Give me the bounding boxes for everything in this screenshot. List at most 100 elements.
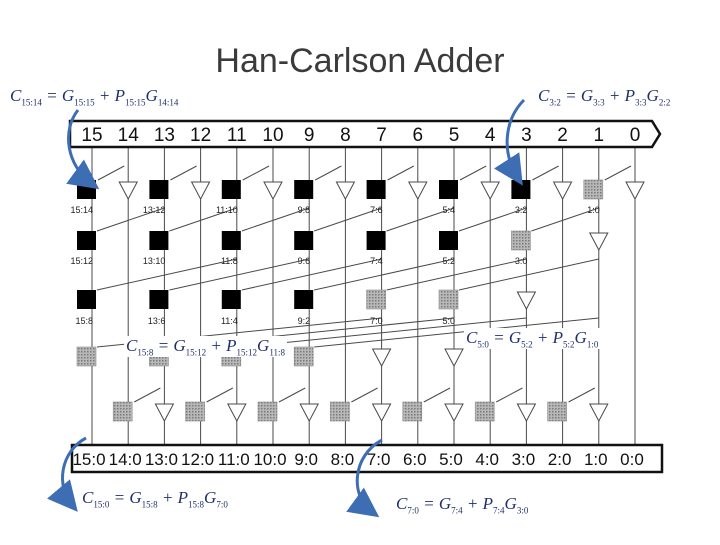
black-cell bbox=[439, 231, 458, 250]
input-bit-label: 9 bbox=[304, 125, 315, 146]
buffer-triangle bbox=[226, 403, 247, 423]
input-bit-label: 8 bbox=[340, 125, 351, 146]
output-bit-label: 8:0 bbox=[331, 450, 355, 469]
prefix-label: 15:14 bbox=[70, 205, 93, 215]
gray-cell bbox=[112, 401, 133, 422]
gray-cell bbox=[293, 346, 314, 367]
buffer-triangle bbox=[118, 181, 139, 201]
equation-c7-0: C7:0 = G7:4 + P7:4G3:0 bbox=[394, 494, 531, 516]
input-bit-label: 1 bbox=[594, 125, 605, 146]
black-cell bbox=[149, 290, 169, 309]
pointer-arrow bbox=[47, 436, 87, 512]
input-bit-label: 10 bbox=[262, 125, 283, 146]
prefix-label: 3:0 bbox=[515, 256, 528, 266]
prefix-label: 3:2 bbox=[515, 205, 528, 215]
prefix-label: 5:2 bbox=[442, 256, 455, 266]
feed-wire bbox=[133, 387, 161, 403]
buffer-triangle bbox=[371, 348, 392, 368]
feed-wire bbox=[314, 207, 382, 232]
input-bit-label: 12 bbox=[190, 125, 211, 146]
arrow-layer bbox=[47, 98, 526, 518]
feed-wire bbox=[386, 258, 527, 291]
buffer-triangle bbox=[335, 181, 356, 201]
buffer-triangle bbox=[371, 403, 392, 423]
gray-cell bbox=[402, 401, 423, 422]
feed-wire bbox=[206, 387, 234, 403]
buffer-triangle bbox=[625, 181, 645, 201]
feed-wire bbox=[97, 165, 125, 181]
output-bit-label: 14:0 bbox=[109, 450, 142, 469]
gray-cell bbox=[474, 401, 495, 422]
output-bit-label: 15:0 bbox=[72, 450, 105, 469]
black-cell bbox=[439, 180, 458, 199]
buffer-triangle bbox=[263, 181, 283, 201]
output-bit-label: 7:0 bbox=[367, 450, 391, 469]
prefix-label: 1:0 bbox=[587, 205, 600, 215]
feed-wire bbox=[170, 165, 197, 181]
prefix-label: 11:10 bbox=[216, 205, 238, 215]
feed-wire bbox=[241, 258, 382, 291]
feed-wire bbox=[459, 165, 487, 181]
prefix-label: 15:8 bbox=[75, 316, 93, 326]
equation-c3-2: C3:2 = G3:3 + P3:3G2:2 bbox=[536, 86, 673, 108]
prefix-label: 15:12 bbox=[70, 256, 93, 266]
buffer-triangle bbox=[516, 291, 537, 311]
feed-wire bbox=[386, 207, 455, 232]
prefix-label: 7:0 bbox=[370, 316, 383, 326]
equation-c15-0: C15:0 = G15:8 + P15:8G7:0 bbox=[80, 488, 230, 510]
gray-cell bbox=[583, 179, 604, 200]
gray-cell bbox=[257, 401, 278, 422]
input-bit-label: 13 bbox=[154, 125, 175, 146]
gray-cell bbox=[76, 346, 97, 367]
prefix-label: 11:4 bbox=[221, 316, 238, 326]
output-bit-label: 9:0 bbox=[294, 450, 318, 469]
output-bit-label: 12:0 bbox=[181, 450, 214, 469]
feed-wire bbox=[423, 387, 451, 403]
output-bit-label: 1:0 bbox=[584, 450, 608, 469]
black-cell bbox=[294, 180, 314, 199]
buffer-triangle bbox=[407, 181, 428, 201]
feed-wire bbox=[314, 258, 455, 291]
black-cell bbox=[221, 290, 241, 309]
prefix-label: 5:4 bbox=[442, 205, 455, 215]
output-bus bbox=[70, 443, 664, 474]
buffer-triangle bbox=[588, 232, 609, 252]
output-bit-label: 10:0 bbox=[253, 450, 286, 469]
prefix-label: 13:6 bbox=[148, 316, 166, 326]
feed-wire bbox=[96, 207, 165, 232]
buffer-triangle bbox=[299, 403, 320, 423]
prefix-label: 13:12 bbox=[143, 205, 166, 215]
input-bit-label: 11 bbox=[227, 125, 247, 146]
buffer-triangle bbox=[154, 403, 175, 423]
feed-wire bbox=[169, 258, 310, 291]
feed-wire bbox=[169, 207, 237, 232]
input-bit-label: 3 bbox=[521, 125, 532, 146]
gray-cell bbox=[438, 289, 459, 310]
feed-wire bbox=[532, 165, 559, 181]
input-bit-label: 15 bbox=[81, 125, 102, 146]
feed-wire bbox=[604, 165, 632, 181]
feed-wire bbox=[242, 165, 270, 181]
feed-wire bbox=[531, 207, 599, 232]
buffer-triangle bbox=[588, 403, 609, 423]
output-bit-label: 6:0 bbox=[403, 450, 427, 469]
prefix-label: 11:8 bbox=[221, 256, 238, 266]
buffer-triangle bbox=[552, 181, 573, 201]
black-cell bbox=[221, 231, 241, 250]
feed-wire bbox=[351, 387, 378, 403]
black-cell bbox=[294, 290, 314, 309]
output-bit-label: 2:0 bbox=[548, 450, 572, 469]
input-bit-label: 4 bbox=[485, 125, 496, 146]
output-bit-label: 4:0 bbox=[475, 450, 499, 469]
feed-wire bbox=[568, 387, 596, 403]
feed-wire bbox=[495, 387, 523, 403]
feed-wire bbox=[387, 165, 415, 181]
output-bit-label: 0:0 bbox=[620, 450, 644, 469]
black-cell bbox=[294, 231, 314, 250]
wire-layer bbox=[91, 148, 636, 445]
cell-layer bbox=[76, 179, 645, 423]
feed-wire bbox=[241, 207, 310, 232]
prefix-label: 9:6 bbox=[298, 256, 311, 266]
